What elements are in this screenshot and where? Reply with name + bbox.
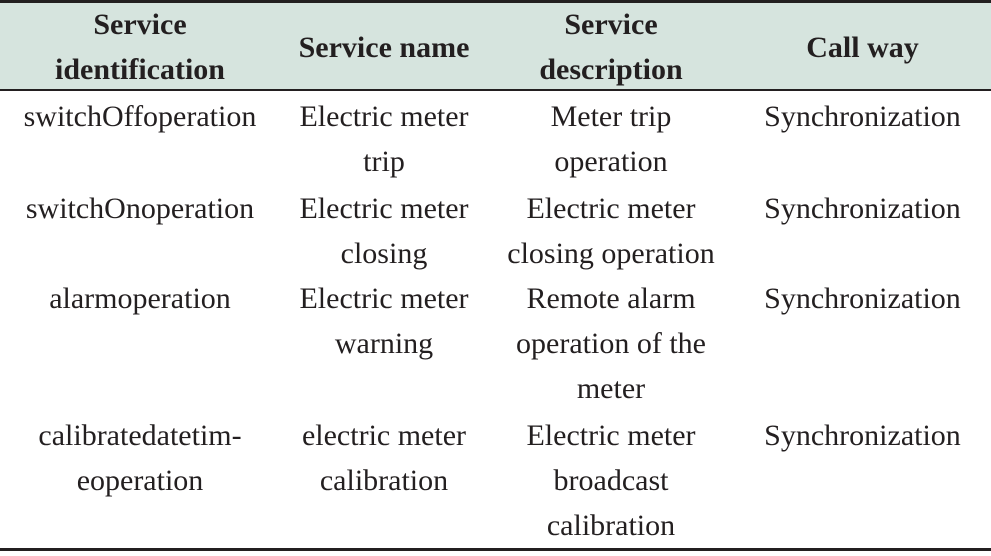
row-4-service-description: Electric meter broadcast calibration [526,419,696,542]
table-bottom-rule [0,548,991,551]
table-header-rule [0,89,991,91]
row-4-call-way: Synchronization [764,419,961,452]
row-4-service-identification: calibratedatetim- eoperation [38,419,242,497]
header-service-description: Service description [539,8,683,86]
table-top-rule [0,0,991,3]
row-2-service-identification: switchOnoperation [25,192,255,225]
row-1-service-identification: switchOffoperation [23,100,257,133]
row-1-call-way: Synchronization [764,100,961,133]
table-header-row [0,3,991,90]
header-service-identification: Service identification [55,8,225,86]
row-4-service-name: electric meter calibration [301,419,467,497]
row-2-call-way: Synchronization [764,192,961,225]
header-service-name: Service name [298,31,470,64]
row-3-call-way: Synchronization [764,282,961,315]
row-1-service-description: Meter trip operation [550,100,672,178]
row-3-service-description: Remote alarm operation of the meter [516,282,706,405]
row-2-service-name: Electric meter closing [299,192,469,270]
row-2-service-description: Electric meter closing operation [507,192,715,270]
header-call-way: Call way [806,31,919,64]
row-3-service-name: Electric meter warning [299,282,469,360]
row-1-service-name: Electric meter trip [299,100,469,178]
row-3-service-identification: alarmoperation [49,282,231,315]
